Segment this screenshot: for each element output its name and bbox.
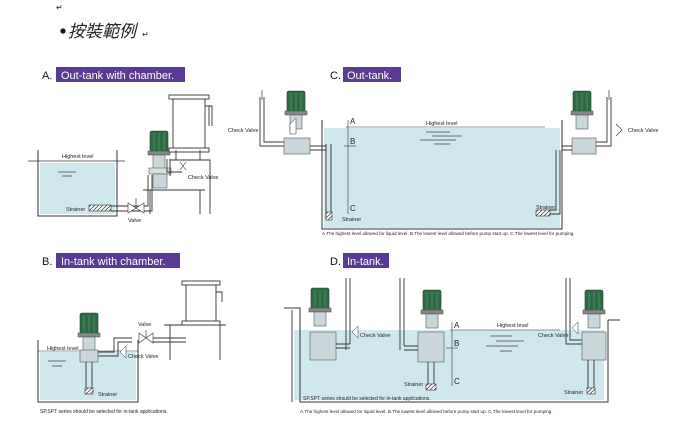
section-c-caption: A.The highest level allowed for liquid l… xyxy=(322,231,575,236)
section-a-highest-level: Highest level xyxy=(62,154,94,160)
section-c-tank xyxy=(321,120,563,230)
section-d-strainer-right: Strainer xyxy=(564,390,583,396)
section-c-level-c: C xyxy=(350,204,356,213)
section-c-strainer-right: Strainer xyxy=(536,205,555,211)
section-c-strainer-left: Strainer xyxy=(342,217,361,223)
section-c: C. Out-tank. Highest level A B C Check V… xyxy=(228,67,658,236)
section-c-header xyxy=(343,67,401,82)
section-a: A. Out-tank with chamber. Highest level … xyxy=(28,67,218,224)
section-d-letter: D. xyxy=(330,256,341,268)
section-c-level-b: B xyxy=(350,137,355,146)
section-b-tank xyxy=(37,340,139,403)
section-b-stand xyxy=(164,324,226,360)
section-d-level-a: A xyxy=(454,321,460,330)
section-a-title: Out-tank with chamber. xyxy=(61,70,174,82)
section-c-check-valve-left: Check Valve xyxy=(228,128,258,134)
page-title: 按裝範例 xyxy=(68,22,139,41)
section-b-highest-level: Highest level xyxy=(47,346,79,352)
section-a-chamber xyxy=(172,97,206,151)
section-d-level-c: C xyxy=(454,377,460,386)
section-c-water xyxy=(324,128,560,228)
section-b-header xyxy=(56,253,180,268)
section-a-check-valve-label: Check Valve xyxy=(188,175,218,181)
section-c-level-a: A xyxy=(350,117,356,126)
section-a-stand xyxy=(143,189,205,214)
section-b-letter: B. xyxy=(42,256,52,268)
section-b-title: In-tank with chamber. xyxy=(61,256,166,268)
section-d-title: In-tank. xyxy=(347,256,384,268)
section-a-letter: A. xyxy=(42,70,52,82)
section-c-check-valve-right: Check Valve xyxy=(628,128,658,134)
section-d-check-valve-left: Check Valve xyxy=(360,333,390,339)
section-d-level-b: B xyxy=(454,339,459,348)
section-b-chamber xyxy=(185,283,217,325)
section-a-header xyxy=(56,67,185,82)
section-a-strainer-icon xyxy=(88,204,112,212)
section-a-tank xyxy=(37,150,118,217)
section-d-caption: A.The highest level allowed for liquid l… xyxy=(300,409,553,414)
title-return-mark: ↵ xyxy=(142,30,149,39)
section-b: B. In-tank with chamber. Highest level S… xyxy=(37,253,226,415)
section-d-waves xyxy=(486,335,524,352)
section-a-strainer-label: Strainer xyxy=(66,207,85,213)
section-d-highest-level: Highest level xyxy=(497,323,529,329)
section-b-strainer-label: Strainer xyxy=(98,392,117,398)
return-mark: ↵ xyxy=(56,3,63,12)
section-d-water xyxy=(294,330,604,400)
title-bullet xyxy=(60,28,66,34)
section-a-valve-label: Valve xyxy=(128,218,141,224)
section-b-valve-label: Valve xyxy=(138,322,151,328)
section-b-check-valve-label: Check Valve xyxy=(128,354,158,360)
section-c-highest-level: Highest level xyxy=(426,121,458,127)
section-c-title: Out-tank. xyxy=(347,70,392,82)
section-a-waves xyxy=(58,171,76,177)
section-b-waves xyxy=(48,360,66,367)
section-d: D. In-tank. Highest level A B C Check Va… xyxy=(284,253,620,414)
section-c-waves xyxy=(420,131,462,145)
section-b-note: SP,SPT series should be selected for in-… xyxy=(40,409,168,415)
section-d-header xyxy=(343,253,389,268)
section-d-check-valve-right: Check Valve xyxy=(538,333,568,339)
section-d-tank xyxy=(284,307,620,403)
section-a-suction-pipe xyxy=(111,175,153,212)
section-d-strainer-mid: Strainer xyxy=(404,382,423,388)
section-c-letter: C. xyxy=(330,70,341,82)
section-d-note: SP,SPT series should be selected for in-… xyxy=(303,396,431,402)
